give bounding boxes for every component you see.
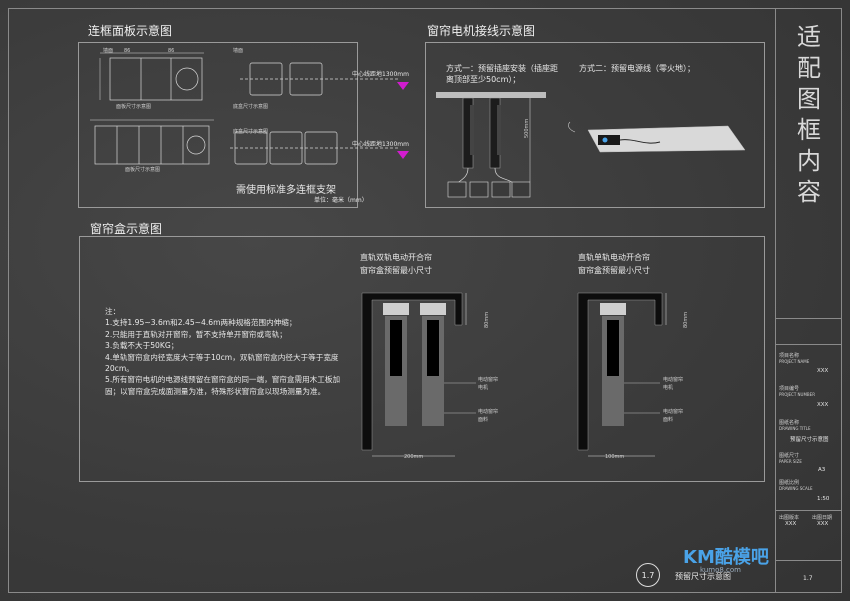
motor-section-box — [425, 42, 765, 208]
drawing-number-circle: 1.7 — [636, 563, 660, 587]
paper-size-label: 图纸尺寸 — [779, 453, 800, 459]
version-value: XXX — [785, 521, 797, 527]
motor-drawing-1 — [436, 92, 546, 198]
title-block — [775, 8, 842, 593]
project-number-label: 项目编号 — [779, 386, 800, 392]
panel-dim-a: 86 — [124, 48, 131, 54]
motor-method-1: 方式一：预留插座安装（插座距离顶部至少50cm）； — [446, 64, 558, 84]
scale-en: DRAWING SCALE — [779, 486, 813, 491]
watermark-logo: KM酷模吧 — [683, 547, 769, 568]
big-title-char-3: 框 — [797, 116, 821, 144]
date-label: 出图日期 — [812, 515, 833, 521]
paper-size-value: A3 — [818, 467, 826, 473]
watermark-url: kumo8.com — [700, 566, 742, 574]
drawing-title-label: 图纸名称 — [779, 420, 800, 426]
note-2: 2.只能用于直轨对开窗帘，暂不支持单开窗帘或弯轨； — [105, 329, 287, 339]
note-3: 3.负载不大于50KG； — [105, 341, 179, 351]
big-title-char-4: 内 — [797, 147, 821, 175]
double-fabric-label-2: 面料 — [478, 417, 489, 423]
unit-label: 单位：毫米（mm） — [314, 197, 368, 204]
double-track-title: 直轨双轨电动开合帘 — [360, 253, 432, 262]
panel-dim-b: 86 — [168, 48, 175, 54]
tb-divider-1 — [775, 318, 842, 319]
center-line-label-2: 中心线距地1300mm — [352, 141, 409, 148]
note-1: 1.支持1.95~3.6m和2.45~4.6m两种规格范围内伸缩； — [105, 318, 297, 328]
box-drawing-1 — [240, 62, 400, 96]
double-motor-label-2: 电机 — [478, 385, 489, 391]
version-label: 出图版本 — [779, 515, 800, 521]
note-0: 注： — [105, 307, 121, 316]
scale-label: 图纸比例 — [779, 480, 800, 486]
curtain-box-single — [577, 292, 667, 457]
date-value: XXX — [817, 521, 829, 527]
paper-size-en: PAPER SIZE — [779, 459, 802, 464]
panel-section-title: 连框面板示意图 — [88, 24, 173, 38]
drawing-number-value: 1.7 — [803, 575, 813, 582]
double-fabric-label-1: 电动窗帘 — [478, 409, 499, 415]
curtain-notes: 注： 1.支持1.95~3.6m和2.45~4.6m两种规格范围内伸缩； 2.只… — [105, 306, 350, 397]
project-number-en: PROJECT NUMBER — [779, 392, 815, 397]
big-title-char-2: 图 — [797, 85, 821, 113]
panel-section-box — [78, 42, 358, 208]
tb-divider-4 — [775, 560, 842, 561]
center-marker-1 — [397, 82, 409, 90]
drawing-title-en: DRAWING TITLE — [779, 426, 811, 431]
tb-divider-2 — [775, 344, 842, 345]
single-motor-label-2: 电机 — [663, 385, 674, 391]
box-size-label-1: 底盒尺寸示意图 — [233, 104, 269, 110]
motor-section-title: 窗帘电机接线示意图 — [427, 24, 536, 38]
motor-method-2: 方式二：预留电源线（零火地）； — [579, 64, 695, 73]
project-name-label: 项目名称 — [779, 353, 800, 359]
single-motor-label-1: 电动窗帘 — [663, 377, 684, 383]
frame-requirement: 需使用标准多连框支架 — [236, 185, 336, 196]
panel-size-label-1: 面板尺寸示意图 — [116, 104, 152, 110]
scale-value: 1:50 — [817, 496, 830, 502]
panel-size-label-2: 面板尺寸示意图 — [125, 167, 161, 173]
project-number-value: XXX — [817, 402, 829, 408]
big-title-char-0: 适 — [797, 23, 821, 51]
drawing-title-value: 预留尺寸示意图 — [790, 437, 829, 443]
motor-drawing-2 — [568, 121, 746, 153]
big-title-char-5: 容 — [797, 178, 821, 206]
curtain-box-double — [361, 292, 476, 457]
panel-drawing-1 — [99, 52, 204, 101]
center-marker-2 — [397, 151, 409, 159]
single-track-title: 直轨单轨电动开合帘 — [578, 253, 650, 262]
curtain-box-section-box — [79, 236, 765, 482]
single-fabric-label-2: 面料 — [663, 417, 674, 423]
center-line-label-1: 中心线距地1300mm — [352, 71, 409, 78]
project-name-en: PROJECT NAME — [779, 359, 810, 364]
project-name-value: XXX — [817, 368, 829, 374]
double-motor-label-1: 电动窗帘 — [478, 377, 499, 383]
single-track-subtitle: 窗帘盒预留最小尺寸 — [578, 266, 650, 275]
single-width-dim: 100mm — [605, 454, 625, 460]
double-track-subtitle: 窗帘盒预留最小尺寸 — [360, 266, 432, 275]
tb-divider-3 — [775, 510, 842, 511]
single-fabric-label-1: 电动窗帘 — [663, 409, 684, 415]
box-drawing-2 — [230, 131, 400, 165]
footer-caption: 预留尺寸示意图 — [675, 572, 731, 581]
wall-label-1: 墙面 — [103, 48, 114, 54]
wall-label-2: 墙面 — [233, 48, 244, 54]
big-title-char-1: 配 — [797, 54, 821, 82]
panel-drawing-2 — [90, 119, 214, 165]
big-title: 适 配 图 框 内 容 — [787, 22, 831, 208]
note-4: 4.单轨窗帘盒内径宽度大于等于10cm，双轨窗帘盒内径大于等于宽度20cm。 — [105, 352, 339, 374]
curtain-box-section-title: 窗帘盒示意图 — [90, 222, 163, 236]
note-5: 5.所有窗帘电机的电源线预留在窗帘盒的同一端，窗帘盒需用木工板加固；以窗帘盒完成… — [105, 375, 341, 396]
sheet-frame — [8, 8, 842, 593]
double-width-dim: 200mm — [404, 454, 424, 460]
